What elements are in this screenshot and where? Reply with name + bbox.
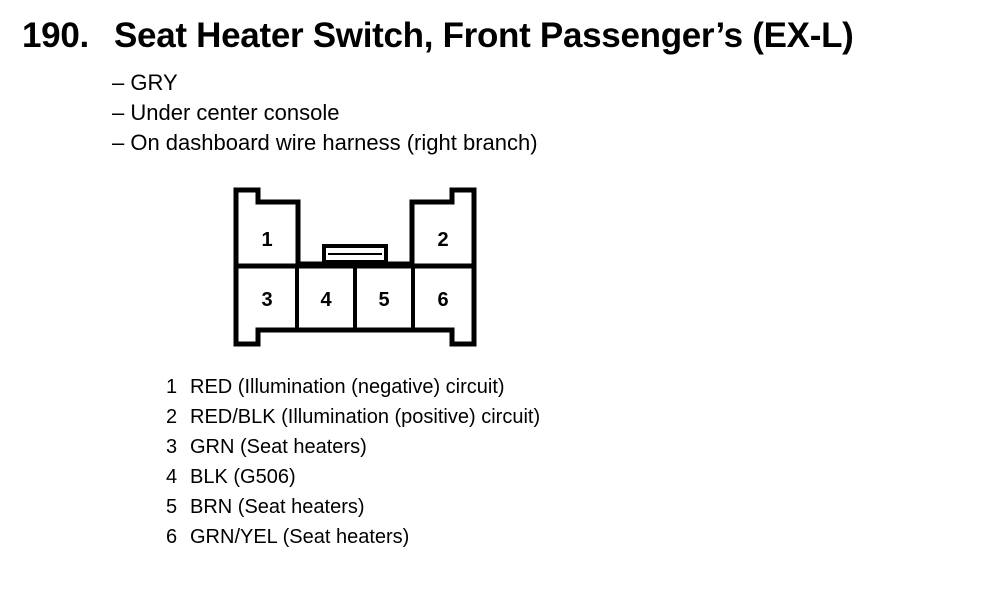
connector-housing bbox=[233, 187, 477, 347]
pin-number: 2 bbox=[166, 406, 178, 428]
connector-location: – Under center console bbox=[112, 100, 340, 125]
cavity-6-label: 6 bbox=[437, 289, 448, 311]
cavity-1-label: 1 bbox=[261, 229, 272, 251]
list-item: 3 GRN (Seat heaters) bbox=[166, 432, 540, 462]
cavity-3-label: 3 bbox=[261, 289, 272, 311]
pin-number: 3 bbox=[166, 436, 178, 458]
pin-description: GRN (Seat heaters) bbox=[190, 436, 367, 458]
pin-number: 5 bbox=[166, 496, 178, 518]
connector-harness: – On dashboard wire harness (right branc… bbox=[112, 130, 538, 155]
lock-tab bbox=[322, 244, 388, 264]
component-name: Seat Heater Switch, Front Passenger’s (E… bbox=[114, 16, 854, 55]
cavity-5-label: 5 bbox=[378, 289, 389, 311]
connector-diagram: 1 2 3 4 5 6 bbox=[233, 187, 477, 347]
cavity-4-label: 4 bbox=[320, 289, 332, 311]
list-item: 4 BLK (G506) bbox=[166, 462, 540, 492]
pin-number: 1 bbox=[166, 376, 178, 398]
pin-description: GRN/YEL (Seat heaters) bbox=[190, 526, 410, 548]
list-item: 1 RED (Illumination (negative) circuit) bbox=[166, 372, 540, 402]
pin-description: RED (Illumination (negative) circuit) bbox=[190, 376, 505, 398]
pin-description: BRN (Seat heaters) bbox=[190, 496, 365, 518]
connector-color: – GRY bbox=[112, 70, 178, 95]
pin-number: 6 bbox=[166, 526, 178, 548]
list-item: 5 BRN (Seat heaters) bbox=[166, 492, 540, 522]
page-title: 190. Seat Heater Switch, Front Passenger’… bbox=[22, 16, 854, 56]
pin-description: RED/BLK (Illumination (positive) circuit… bbox=[190, 406, 541, 428]
pin-description: BLK (G506) bbox=[190, 466, 296, 488]
connector-info: – GRY – Under center console – On dashbo… bbox=[112, 68, 538, 158]
pin-number: 4 bbox=[166, 466, 178, 488]
component-number: 190. bbox=[22, 16, 89, 55]
list-item: 2 RED/BLK (Illumination (positive) circui… bbox=[166, 402, 540, 432]
list-item: 6 GRN/YEL (Seat heaters) bbox=[166, 522, 540, 552]
pin-list: 1 RED (Illumination (negative) circuit) 2… bbox=[166, 372, 540, 552]
cavity-2-label: 2 bbox=[437, 229, 448, 251]
